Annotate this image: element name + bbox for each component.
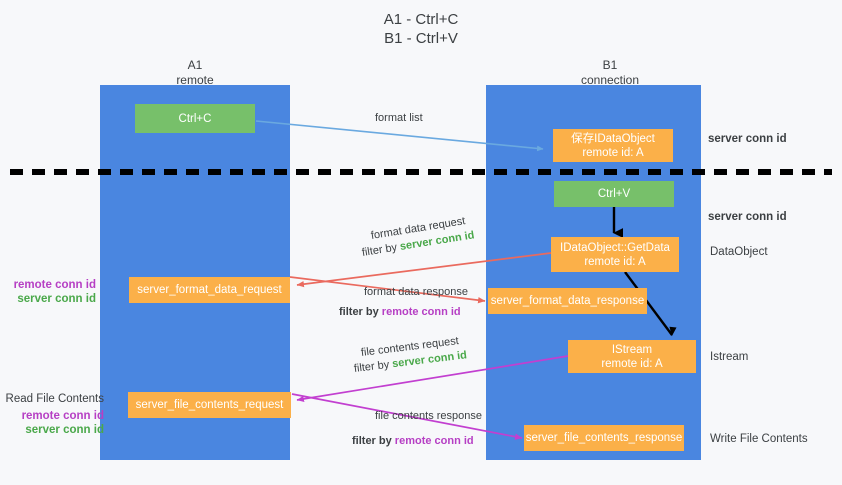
node-ctrl-c[interactable]: Ctrl+C	[135, 104, 255, 133]
column-b1-name: B1	[602, 58, 618, 72]
node-ctrl-c-label: Ctrl+C	[178, 112, 212, 125]
column-a1-name: A1	[187, 58, 203, 72]
node-server-format-data-request[interactable]: server_format_data_request	[129, 277, 290, 303]
annotation-remote-conn-id: remote conn id	[21, 410, 104, 422]
column-header-a1: A1 remote	[115, 58, 275, 88]
edge-label-format-list: format list	[375, 112, 423, 124]
node-server-format-data-response[interactable]: server_format_data_response	[488, 288, 647, 314]
annotation-conn-id-block-1: remote conn id server conn id	[0, 278, 96, 306]
edge-getdata-to-istream	[624, 271, 677, 337]
title-line-2: B1 - Ctrl+V	[384, 30, 458, 47]
node-istream[interactable]: IStream remote id: A	[568, 340, 696, 373]
edge-format-data-request	[296, 252, 552, 288]
filter-value-remote-conn-id: remote conn id	[381, 306, 461, 318]
node-server-file-contents-request[interactable]: server_file_contents_request	[128, 392, 291, 418]
filter-value-remote-conn-id: remote conn id	[394, 435, 474, 447]
annotation-server-conn-id-1: server conn id	[708, 133, 787, 145]
annotation-remote-conn-id: remote conn id	[13, 279, 96, 291]
annotation-server-conn-id-2: server conn id	[708, 211, 787, 223]
node-server-file-contents-response[interactable]: server_file_contents_response	[524, 425, 684, 451]
page-title: A1 - Ctrl+C B1 - Ctrl+V	[0, 10, 842, 48]
edge-format-data-response	[289, 276, 486, 304]
edge-label-file-contents-response: file contents response	[375, 410, 483, 422]
annotation-dataobject: DataObject	[710, 246, 768, 258]
edge-format-list	[255, 120, 544, 152]
node-istream-sublabel: remote id: A	[601, 357, 663, 370]
filter-prefix: filter by	[352, 435, 395, 447]
node-ctrl-v-label: Ctrl+V	[597, 188, 631, 200]
column-a1-sub: remote	[176, 73, 214, 87]
annotation-istream: Istream	[710, 351, 749, 363]
node-idataobject-getdata-label: IDataObject::GetData	[560, 241, 670, 254]
node-idataobject-getdata-sublabel: remote id: A	[584, 255, 646, 268]
annotation-server-conn-id: server conn id	[17, 293, 96, 305]
annotation-read-file-contents-heading: Read File Contents	[5, 393, 104, 405]
edge-file-contents-response	[291, 393, 523, 440]
column-header-b1: B1 connection	[530, 58, 690, 88]
edge-file-contents-request	[296, 355, 569, 403]
node-server-file-contents-request-label: server_file_contents_request	[135, 399, 284, 411]
title-line-1: A1 - Ctrl+C	[383, 11, 459, 28]
annotation-server-conn-id: server conn id	[25, 424, 104, 436]
node-server-file-contents-response-label: server_file_contents_response	[525, 432, 683, 444]
node-istream-label: IStream	[611, 343, 653, 356]
node-idataobject-getdata[interactable]: IDataObject::GetData remote id: A	[551, 237, 679, 272]
filter-prefix: filter by	[339, 306, 382, 318]
node-save-idataobject-label: 保存IDataObject	[571, 132, 655, 145]
annotation-read-file-contents-block: Read File Contents remote conn id server…	[0, 392, 104, 437]
edge-label-format-data-response: format data response	[364, 286, 468, 298]
edge-label-file-contents-response-filter: filter by remote conn id	[352, 434, 474, 448]
node-ctrl-v[interactable]: Ctrl+V	[554, 181, 674, 207]
node-save-idataobject[interactable]: 保存IDataObject remote id: A	[553, 129, 673, 162]
column-b1-sub: connection	[580, 73, 640, 87]
node-server-format-data-response-label: server_format_data_response	[490, 295, 645, 307]
node-save-idataobject-sublabel: remote id: A	[582, 146, 644, 159]
annotation-write-file-contents: Write File Contents	[710, 433, 808, 445]
edge-label-format-data-response-filter: filter by remote conn id	[339, 305, 461, 319]
node-server-format-data-request-label: server_format_data_request	[137, 284, 282, 296]
